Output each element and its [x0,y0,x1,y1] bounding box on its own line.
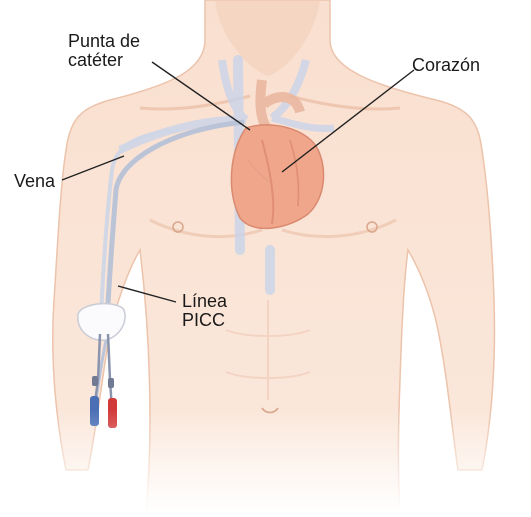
label-picc-line: Línea PICC [182,292,227,330]
label-picc-line1: Línea [182,292,227,311]
label-catheter-tip: Punta de catéter [68,32,140,70]
label-picc-line2: PICC [182,311,227,330]
label-catheter-tip-line2: catéter [68,51,140,70]
label-catheter-tip-line1: Punta de [68,32,140,51]
label-vein: Vena [14,172,55,191]
label-heart: Corazón [412,56,480,75]
